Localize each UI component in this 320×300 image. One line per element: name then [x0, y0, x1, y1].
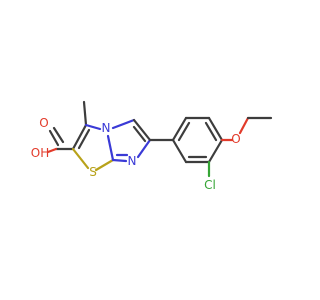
bond-ph1-ph2 [171, 116, 188, 142]
ether-o-label: O [231, 132, 240, 146]
imidazole-n-label: N [128, 154, 137, 168]
bond-c6-n7 [136, 138, 152, 159]
bond-c7a-n4 [106, 134, 115, 162]
bond-s1-c7a [94, 158, 115, 172]
acid-o-label: O [39, 116, 48, 130]
atom-chlorine: Cl [204, 178, 216, 192]
bond-ph4-ph5 [207, 138, 224, 164]
atom-acid-o: O [39, 116, 48, 130]
bond-n4-c5 [111, 118, 136, 130]
atom-ether-o: O [231, 132, 240, 146]
acid-oh-label: OH [31, 146, 49, 160]
structure-diagram: OH O S N N O Cl [31, 100, 273, 192]
atom-acid-oh: OH [31, 146, 49, 160]
chlorine-label: Cl [204, 178, 216, 192]
bond-ph1-ph2-inner [177, 121, 191, 142]
bond-cacid-oh [46, 147, 58, 154]
bond-c2-s1 [71, 147, 90, 170]
bond-c3-methyl [82, 100, 88, 127]
bond-c5-c6-inner [132, 125, 147, 143]
thiazole-s-label: S [89, 165, 97, 179]
bond-c5-c6 [132, 118, 152, 142]
bond-ph6-ph1 [171, 138, 188, 164]
atom-bridge-n: N [102, 121, 111, 135]
bond-cacid-o-double-b [52, 126, 65, 144]
bond-c2-c3-inner [77, 128, 91, 150]
bridge-n-label: N [102, 121, 111, 135]
bond-c2-c3 [71, 123, 88, 151]
bond-n7-c7a [111, 158, 128, 163]
bond-oether-ch2 [238, 116, 250, 135]
bond-c3-n4 [84, 123, 102, 131]
molecule-canvas: OH O S N N O Cl [30, 100, 273, 192]
bond-ph3-ph4-inner [204, 121, 218, 142]
bond-cacid-o-double-a [48, 129, 60, 147]
atom-imidazole-n: N [128, 154, 137, 168]
atom-thiazole-s: S [89, 165, 97, 179]
bond-ph3-ph4 [207, 116, 224, 142]
